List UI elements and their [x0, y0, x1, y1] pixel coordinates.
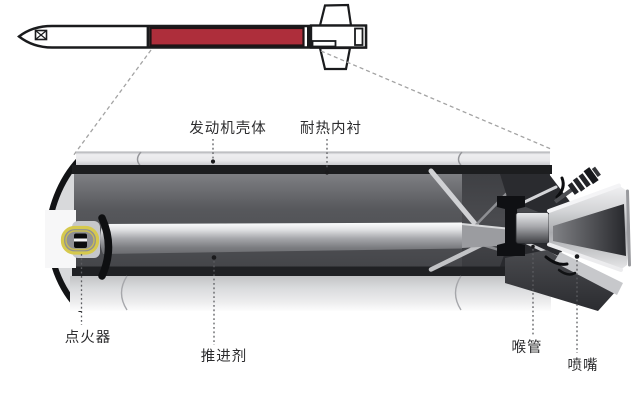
nozzle-inner-cone: [553, 204, 626, 256]
igniter-core-band: [74, 238, 87, 242]
missile-bottom-fin: [318, 46, 352, 71]
label-nozzle: 喷嘴: [568, 357, 599, 374]
label-igniter: 点火器: [65, 329, 112, 346]
motor-cutaway: [45, 151, 631, 312]
bore-aft-channel: [462, 223, 517, 248]
grain-crescent-edge: [98, 214, 113, 280]
heat-liner-bottom: [72, 266, 550, 276]
casing-bottom: [70, 276, 551, 311]
bell-exit-edge: [626, 189, 631, 267]
aft-striped-component: [553, 166, 601, 204]
igniter-inner-ring: [65, 230, 95, 251]
missile-overview: [17, 3, 368, 71]
bell-bottom-rim: [547, 242, 623, 272]
central-bore: [100, 222, 462, 254]
nozzle-entrance-upper: [500, 174, 571, 215]
casing-bottom-seams: [120, 275, 462, 311]
motor-section-highlight: [149, 26, 305, 47]
bell-lower-skirt: [554, 252, 623, 295]
casing-top-strip: [76, 151, 550, 167]
bell-top-rim: [547, 183, 621, 213]
throat-flange: [497, 196, 525, 256]
aft-skirt-plate: [505, 250, 616, 311]
warhead-symbol-icon: [34, 29, 48, 41]
label-casing: 发动机壳体: [189, 120, 267, 137]
nozzle-linkage-details: [544, 176, 577, 276]
tail-nozzle-slot: [354, 27, 364, 46]
zoom-projection-lines: [72, 49, 552, 157]
tail-inner-detail: [311, 40, 337, 48]
label-liner: 耐热内衬: [300, 120, 362, 137]
heat-liner-top: [72, 165, 552, 174]
throat-tube: [515, 212, 550, 244]
label-leader-lines: [80, 139, 578, 353]
label-propellant: 推进剂: [201, 348, 248, 365]
label-throat: 喉管: [512, 339, 543, 356]
missile-top-fin: [318, 3, 353, 27]
leader-dots: [210, 159, 580, 260]
